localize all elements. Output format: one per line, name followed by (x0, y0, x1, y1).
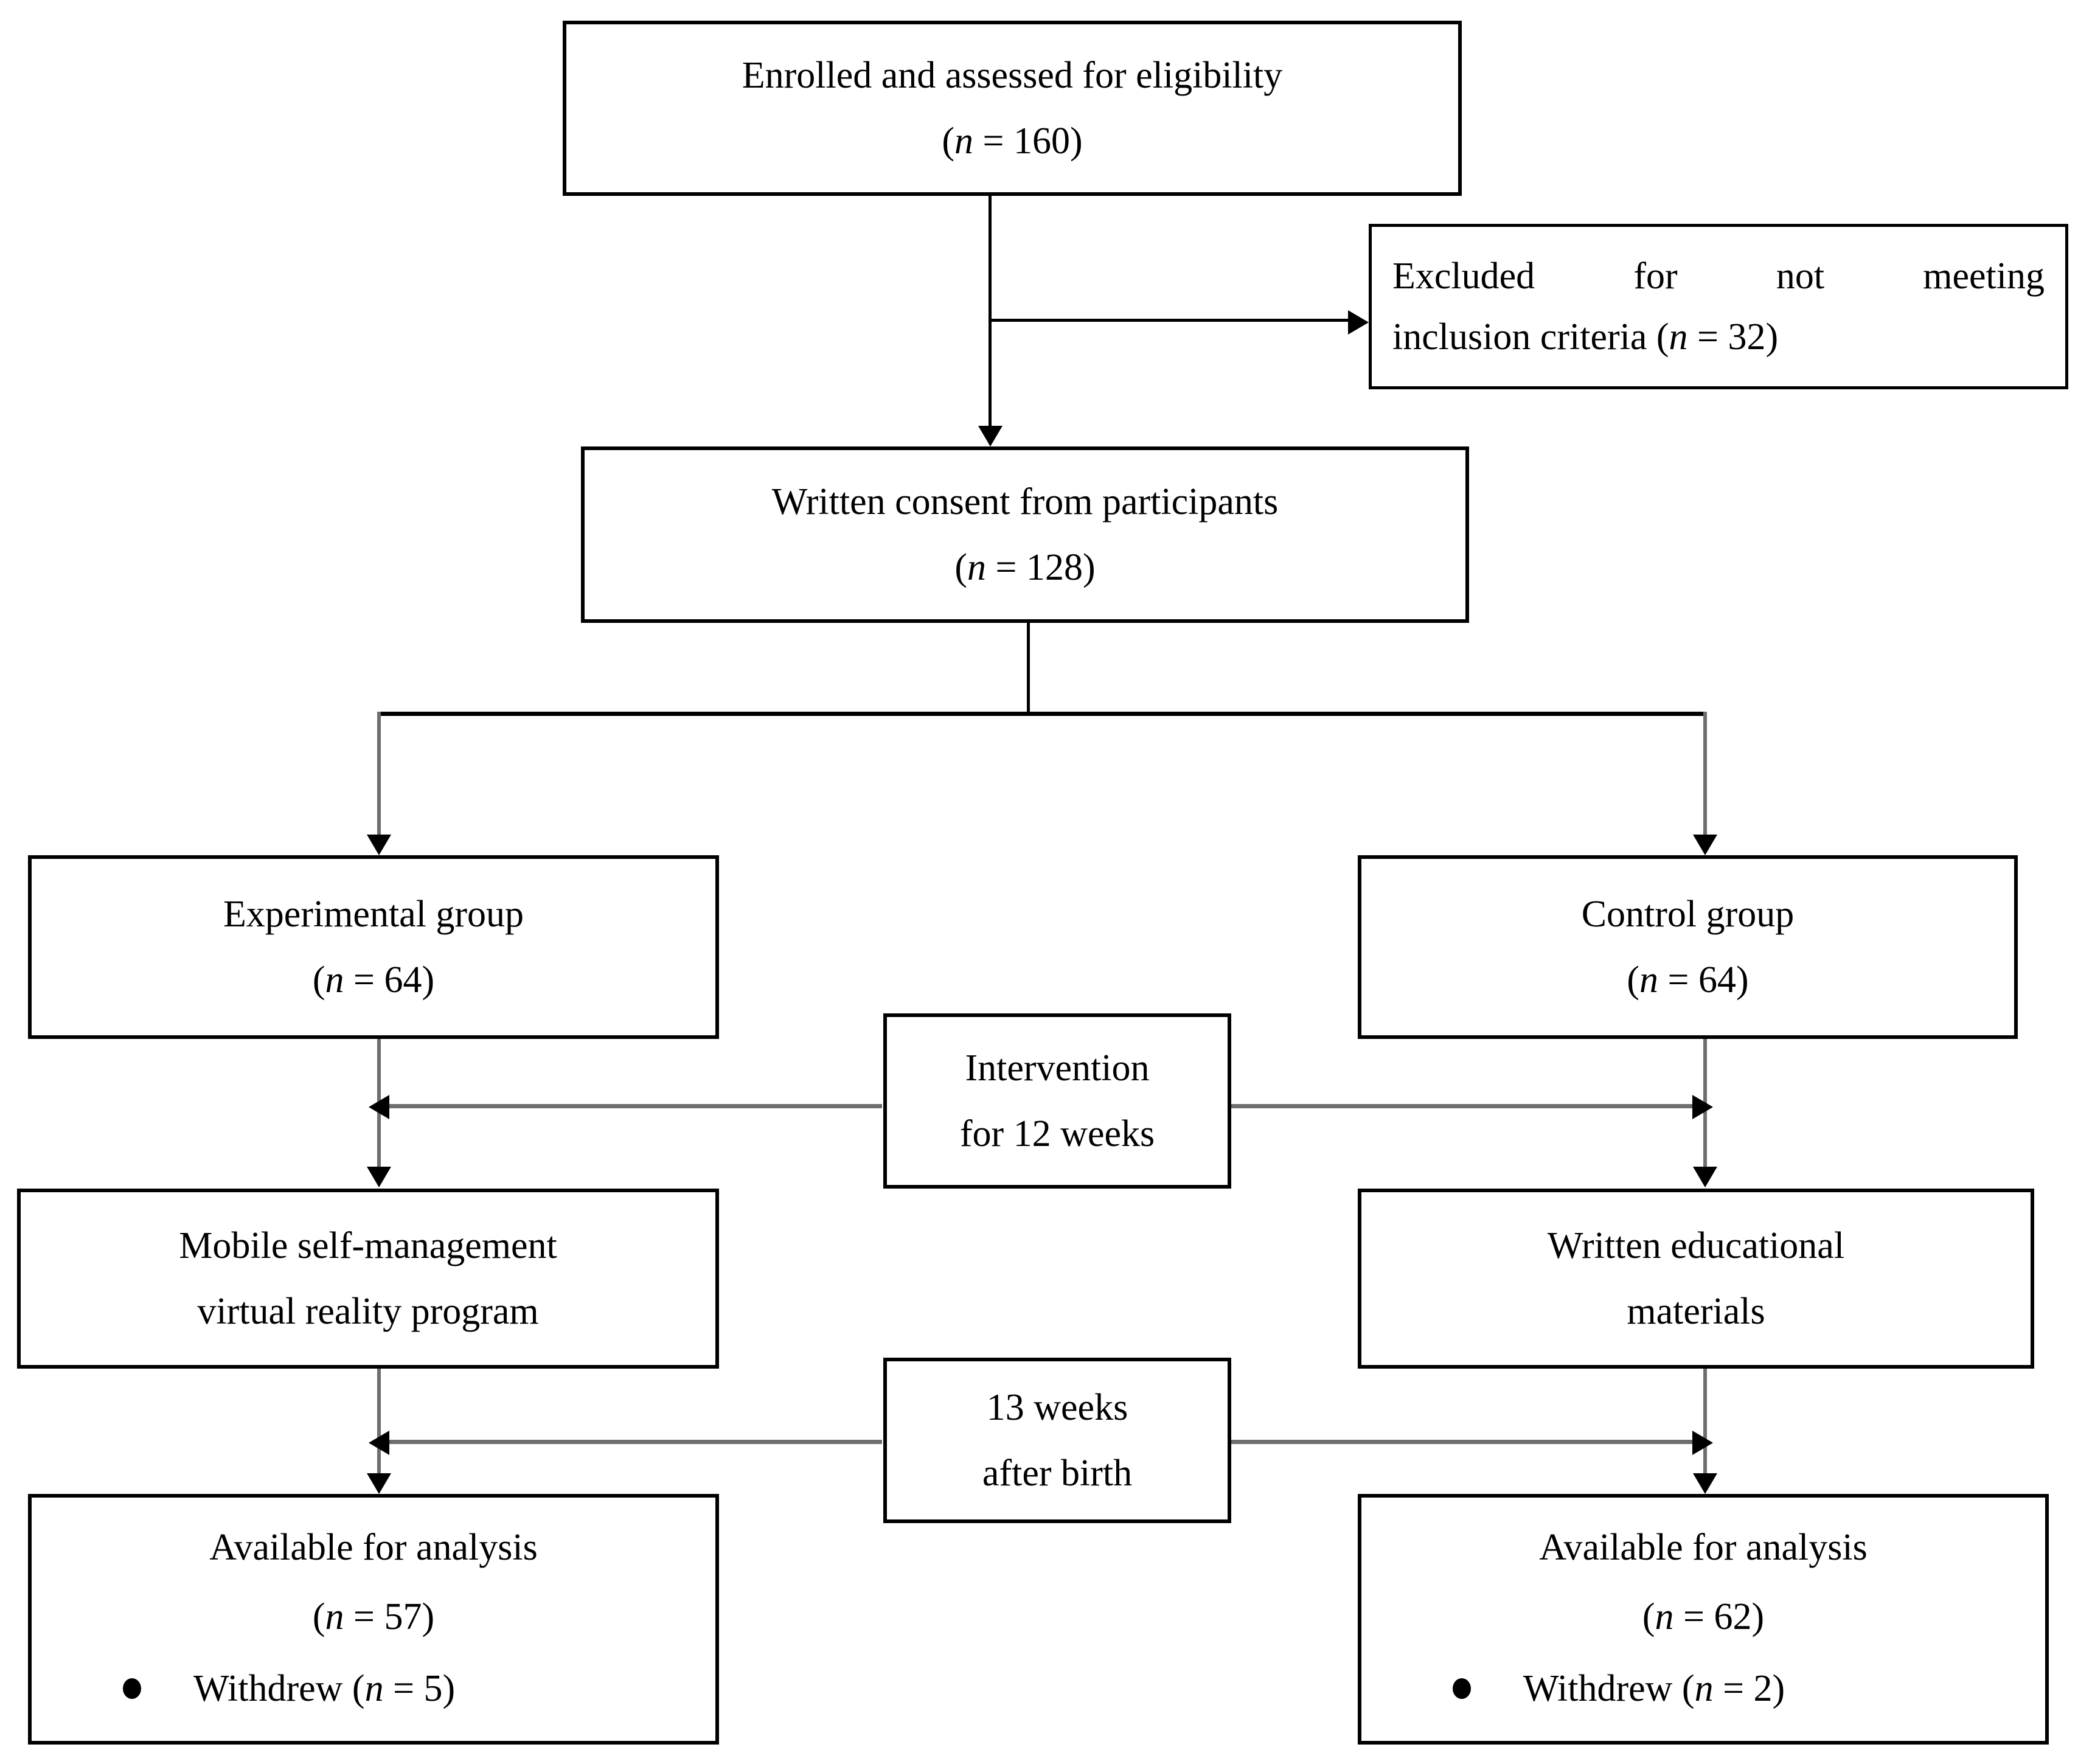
connector-intervention-right (1230, 1104, 1694, 1108)
node-enrolled-title: Enrolled and assessed for eligibility (742, 55, 1283, 96)
connector-experimental-arm-to-analysis (377, 1344, 381, 1485)
n-symbol: n (967, 547, 987, 588)
node-experimental-count: (n = 64) (312, 959, 435, 1001)
node-analysis-control-withdrew: Withdrew (n = 2) (1361, 1667, 2045, 1710)
node-enrolled-count: (n = 160) (942, 120, 1083, 162)
arrowhead-to-control-group (1693, 835, 1717, 855)
node-consent-title: Written consent from participants (771, 481, 1279, 523)
node-analysis-control-count: (n = 62) (1642, 1596, 1765, 1637)
connector-drop-experimental (377, 712, 381, 846)
n-symbol: n (1694, 1667, 1714, 1709)
arrowhead-intervention-left (369, 1095, 389, 1119)
connector-intervention-left (389, 1104, 882, 1108)
withdrew-label: Withdrew (n = 2) (1523, 1667, 1785, 1709)
node-analysis-experimental-withdrew: Withdrew (n = 5) (32, 1667, 715, 1710)
connector-followup-right (1230, 1440, 1694, 1444)
arrowhead-to-excluded (1348, 310, 1369, 335)
node-enrolled-assessed: Enrolled and assessed for eligibility (n… (563, 21, 1462, 196)
node-experimental-group: Experimental group (n = 64) (28, 855, 719, 1039)
connector-to-excluded (989, 319, 1353, 322)
arrowhead-control-arm (1693, 1167, 1717, 1187)
n-symbol: n (1655, 1596, 1674, 1637)
arrowhead-experimental-arm (367, 1167, 391, 1187)
arrowhead-followup-right (1692, 1431, 1713, 1455)
arrowhead-enrolled-to-consent (978, 426, 1003, 446)
bullet-icon (123, 1678, 141, 1699)
node-followup: 13 weeks after birth (883, 1358, 1231, 1523)
node-analysis-experimental: Available for analysis (n = 57) Withdrew… (28, 1494, 719, 1745)
n-symbol: n (325, 959, 344, 1001)
node-consent-count: (n = 128) (954, 547, 1096, 588)
connector-control-arm-to-analysis (1703, 1344, 1707, 1485)
node-excluded-line2: inclusion criteria (n = 32) (1392, 316, 1779, 358)
node-excluded-text: Excluded for not meeting inclusion crite… (1372, 246, 2065, 368)
node-analysis-experimental-count: (n = 57) (312, 1596, 435, 1637)
connector-drop-control (1703, 712, 1707, 846)
node-experimental-title: Experimental group (223, 894, 524, 935)
arrowhead-to-experimental-group (367, 835, 391, 855)
n-symbol: n (1669, 316, 1688, 358)
node-experimental-arm: Mobile self-management virtual reality p… (17, 1189, 719, 1369)
node-intervention-line2: for 12 weeks (959, 1113, 1155, 1155)
n-symbol: n (325, 1596, 344, 1637)
arrowhead-experimental-analysis (367, 1473, 391, 1494)
withdrew-label: Withdrew (n = 5) (193, 1667, 456, 1709)
node-experimental-arm-line2: virtual reality program (197, 1291, 539, 1332)
connector-followup-left (389, 1440, 882, 1444)
node-control-arm: Written educational materials (1358, 1189, 2034, 1369)
bullet-icon (1453, 1678, 1471, 1699)
node-excluded-line1: Excluded for not meeting (1392, 255, 2045, 297)
node-control-group: Control group (n = 64) (1358, 855, 2018, 1039)
node-analysis-control: Available for analysis (n = 62) Withdrew… (1358, 1494, 2049, 1745)
node-control-count: (n = 64) (1627, 959, 1749, 1001)
connector-consent-trunk (1027, 622, 1030, 714)
node-excluded: Excluded for not meeting inclusion crite… (1369, 224, 2068, 389)
node-control-arm-line2: materials (1627, 1291, 1765, 1332)
node-experimental-arm-line1: Mobile self-management (179, 1225, 557, 1266)
n-symbol: n (364, 1667, 384, 1709)
n-symbol: n (1639, 959, 1659, 1001)
n-symbol: n (954, 120, 974, 162)
connector-allocation-bar (377, 712, 1707, 716)
arrowhead-control-analysis (1693, 1473, 1717, 1494)
node-analysis-experimental-title: Available for analysis (209, 1526, 538, 1568)
arrowhead-intervention-right (1692, 1095, 1713, 1119)
node-control-title: Control group (1581, 894, 1795, 935)
node-written-consent: Written consent from participants (n = 1… (581, 446, 1469, 623)
node-analysis-control-title: Available for analysis (1539, 1526, 1868, 1568)
node-followup-line2: after birth (982, 1453, 1133, 1494)
arrowhead-followup-left (369, 1431, 389, 1455)
node-intervention-line1: Intervention (965, 1047, 1150, 1089)
node-control-arm-line1: Written educational (1547, 1225, 1845, 1266)
node-intervention: Intervention for 12 weeks (883, 1013, 1231, 1189)
node-followup-line1: 13 weeks (986, 1387, 1128, 1428)
